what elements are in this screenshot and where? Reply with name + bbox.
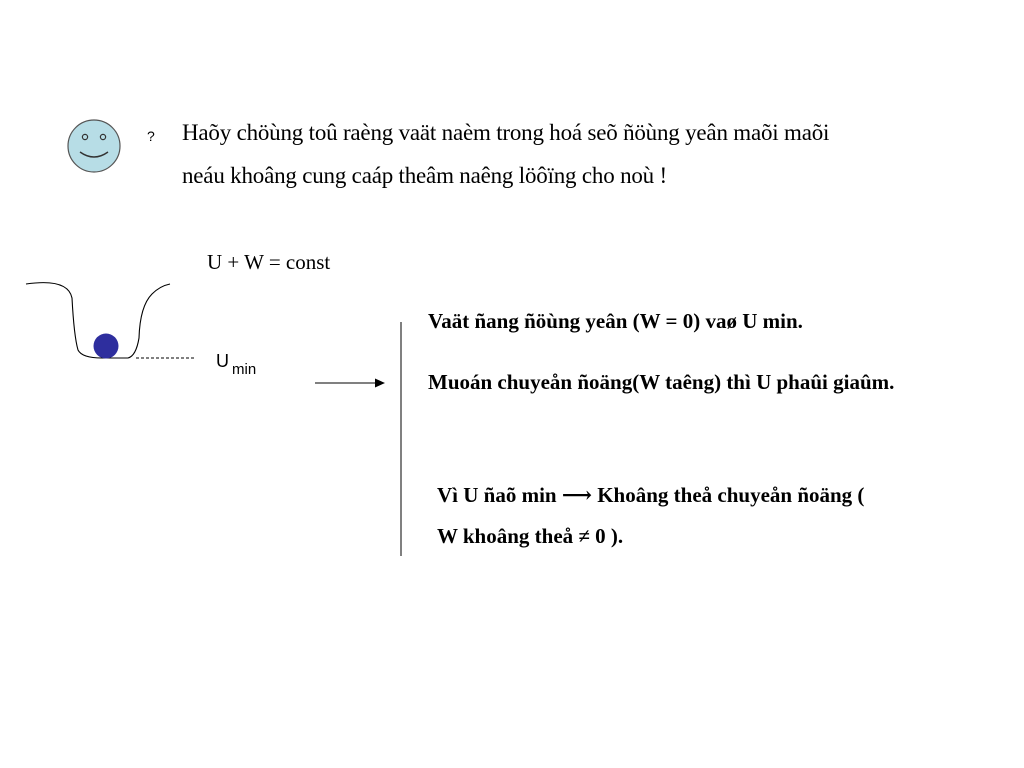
conclusion-line-2: W khoâng theå ≠ 0 ). [437, 524, 624, 548]
arrow-right-icon [315, 378, 385, 388]
smiley-face-icon [67, 119, 121, 173]
u-min-base: U [216, 351, 229, 371]
statement-rest: Vaät ñang ñöùng yeân (W = 0) vaø U min. [428, 309, 803, 333]
question-line-2: neáu khoâng cung caáp theâm naêng löôïng… [182, 163, 667, 188]
potential-well-diagram [25, 282, 196, 359]
conclusion-line-1: Vì U ñaõ min ⟶ Khoâng theå chuyeån ñoäng… [437, 483, 865, 507]
question-bullet: ? [147, 128, 155, 144]
potential-well-curve [25, 282, 171, 359]
ball-icon [93, 333, 119, 359]
bracket-line [400, 322, 402, 556]
question-line-1: Haõy chöùng toû raèng vaät naèm trong ho… [182, 120, 830, 145]
energy-formula: U + W = const [207, 250, 331, 274]
u-min-subscript: min [232, 361, 257, 378]
statement-motion: Muoán chuyeån ñoäng(W taêng) thì U phaûi… [428, 370, 895, 394]
